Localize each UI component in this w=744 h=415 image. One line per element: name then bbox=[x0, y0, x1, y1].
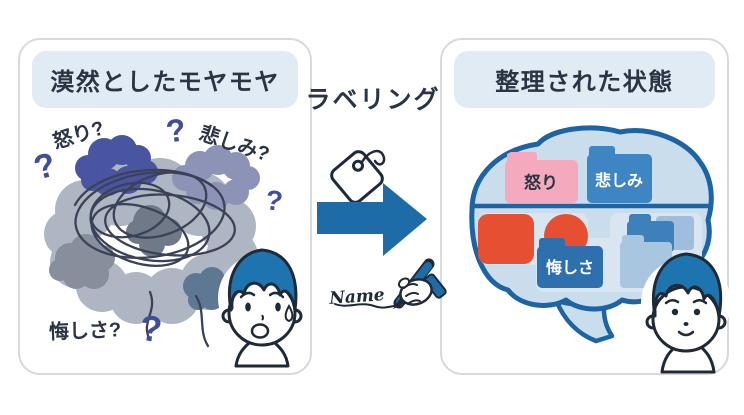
question-mark-bottom: ? bbox=[137, 306, 165, 351]
tag-icon bbox=[330, 149, 386, 204]
left-card-title: 漠然としたモヤモヤ bbox=[50, 69, 280, 96]
right-card-title: 整理された状態 bbox=[495, 69, 674, 96]
frustration-label: 悔しさ? bbox=[48, 319, 122, 344]
sweat-drop-icon bbox=[284, 303, 294, 323]
anger-cloud-icon bbox=[75, 135, 158, 196]
tangled-clouds-illustration bbox=[44, 135, 306, 372]
transform-arrow-icon bbox=[317, 183, 427, 256]
worried-face bbox=[218, 248, 306, 372]
folder-sadness-label: 悲しみ bbox=[594, 173, 644, 190]
frustration-cloud-icon bbox=[49, 234, 115, 289]
organized-brain-illustration bbox=[469, 125, 731, 374]
scribble-tangle-icon bbox=[73, 168, 236, 348]
red-square-icon bbox=[478, 214, 534, 264]
folder-sadness bbox=[587, 146, 652, 203]
writing-hand-icon bbox=[334, 258, 447, 309]
folder-frustration-label: 悔しさ bbox=[545, 260, 595, 277]
folder-anger-label: 怒り bbox=[524, 173, 558, 193]
calm-face bbox=[641, 252, 731, 374]
right-card-header: 整理された状態 bbox=[454, 51, 715, 108]
folder-anger bbox=[505, 152, 578, 203]
labeling-title: ラベリング bbox=[305, 86, 441, 114]
left-card-header: 漠然としたモヤモヤ bbox=[32, 51, 298, 108]
name-handwriting: Name bbox=[328, 285, 386, 309]
folder-frustration bbox=[537, 238, 603, 288]
labeling-process-illustration bbox=[317, 149, 447, 309]
